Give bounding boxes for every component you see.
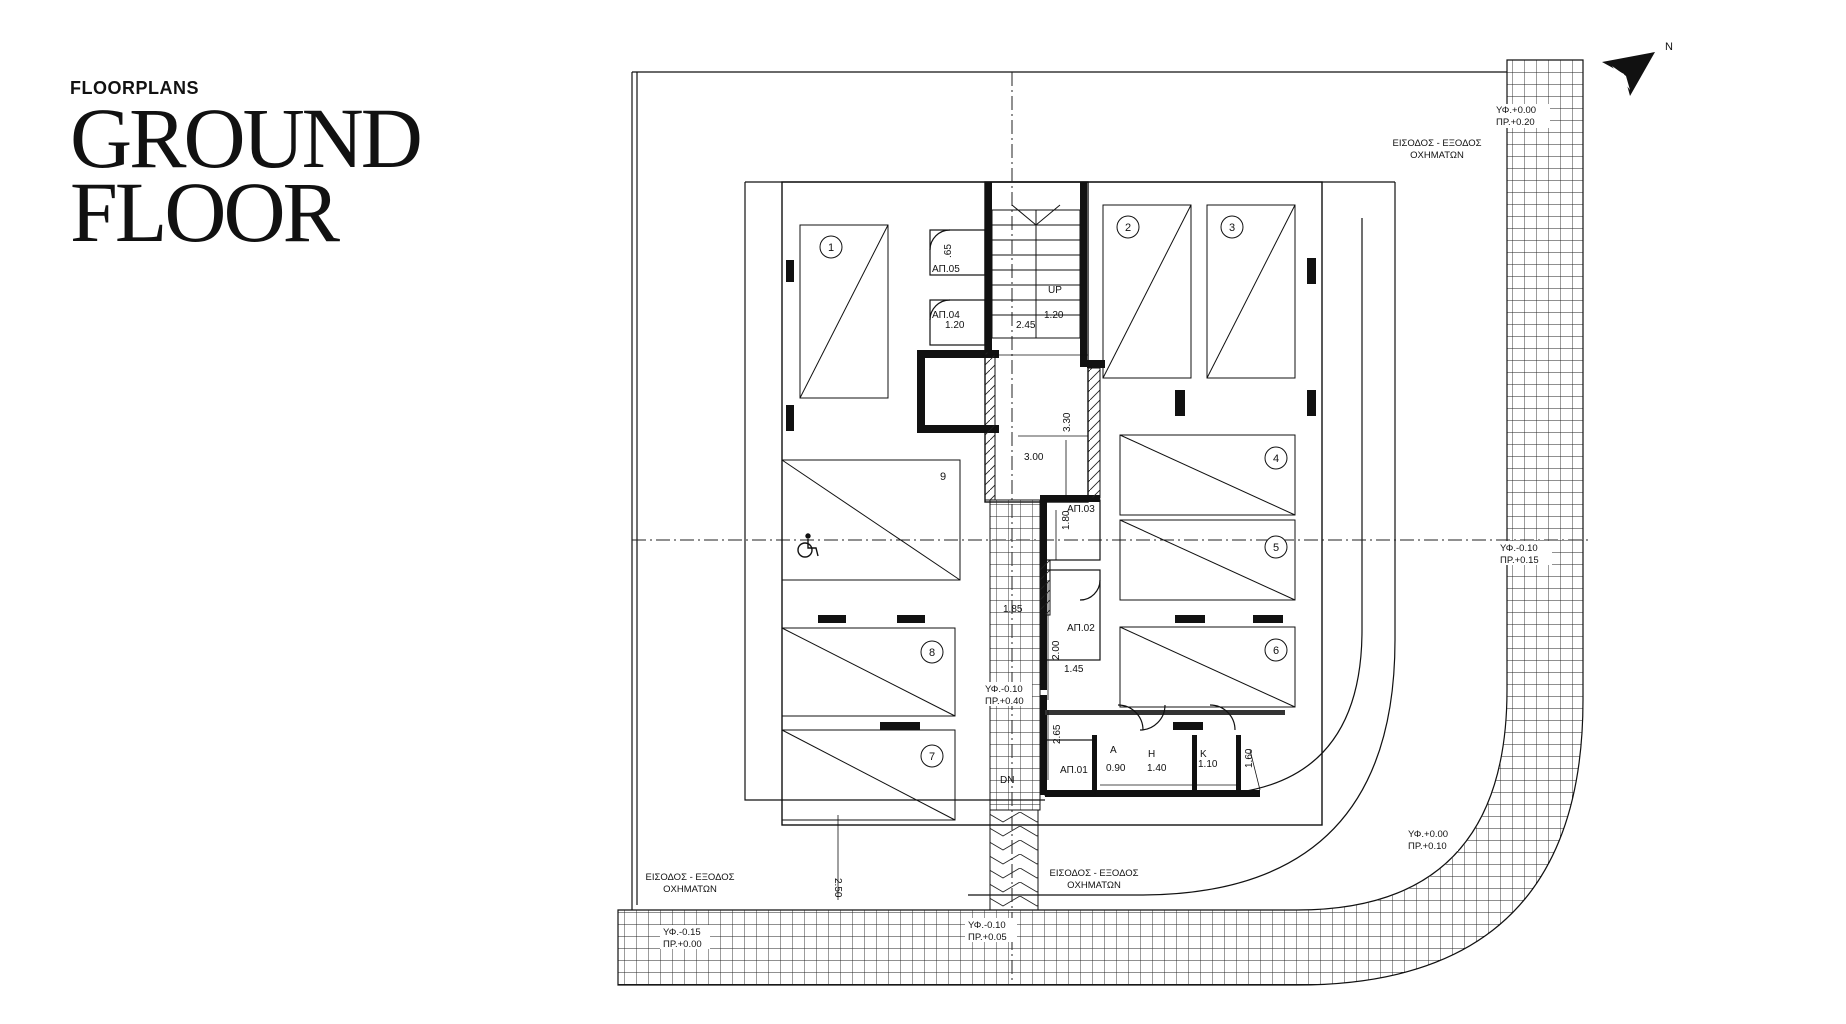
dim-110: 1.10 — [1198, 759, 1218, 770]
ramp-curves — [744, 181, 1396, 896]
parking-number-9: 9 — [940, 471, 946, 483]
entrance-top-right-line2: ΟΧΗΜΑΤΩΝ — [1410, 150, 1464, 161]
stair — [991, 204, 1081, 339]
dim-120b: 1.20 — [1044, 310, 1064, 321]
parking-number-2: 2 — [1125, 222, 1131, 234]
entrance-top-right-line1: ΕΙΣΟΔΟΣ - ΕΞΟΔΟΣ — [1393, 138, 1482, 149]
dim-245: 2.45 — [1016, 320, 1036, 331]
entrance-bottom-mid-line1: ΕΙΣΟΔΟΣ - ΕΞΟΔΟΣ — [1050, 868, 1139, 879]
north-arrow-icon: N — [1602, 41, 1673, 96]
stair-up-label: UP — [1048, 285, 1062, 296]
dim-200: 2.00 — [1051, 640, 1062, 660]
parking-number-4: 4 — [1273, 453, 1279, 465]
dim-065: .65 — [943, 244, 954, 258]
dim-250: 2.50 — [832, 878, 843, 898]
parking-spaces — [781, 204, 1296, 821]
dimension-labels: .65 1.20 1.20 2.45 3.30 3.00 1.80 1.85 2… — [832, 244, 1255, 898]
corridor — [989, 499, 1041, 911]
dim-140: 1.40 — [1147, 763, 1167, 774]
parking-number-5: 5 — [1273, 542, 1279, 554]
room-label-a: Α — [1110, 745, 1117, 756]
level-center-b: ΠΡ.+0.40 — [985, 696, 1024, 707]
storage-label-ap05: ΑΠ.05 — [932, 264, 960, 275]
dim-300: 3.00 — [1024, 452, 1044, 463]
level-top-right-b: ΠΡ.+0.20 — [1496, 117, 1535, 128]
wheelchair-icon — [797, 533, 819, 558]
paving-grid — [617, 59, 1584, 986]
dim-120a: 1.20 — [945, 320, 965, 331]
storage-label-ap03: ΑΠ.03 — [1067, 504, 1095, 515]
level-bottom-left-b: ΠΡ.+0.00 — [663, 939, 702, 950]
dim-090: 0.90 — [1106, 763, 1126, 774]
dim-265: 2.65 — [1052, 724, 1063, 744]
parking-number-8: 8 — [929, 647, 935, 659]
parking-number-circles — [819, 215, 1288, 768]
level-bottom-mid-a: ΥΦ.-0.10 — [968, 920, 1006, 931]
level-top-right-a: ΥΦ.+0.00 — [1496, 105, 1536, 116]
level-labels: ΥΦ.+0.00 ΠΡ.+0.20 ΥΦ.-0.10 ΠΡ.+0.15 ΥΦ.+… — [660, 104, 1552, 950]
storage-label-ap02: ΑΠ.02 — [1067, 623, 1095, 634]
parking-number-7: 7 — [929, 751, 935, 763]
room-labels: Α Η Κ — [1110, 745, 1207, 760]
level-center-a: ΥΦ.-0.10 — [985, 684, 1023, 695]
title-line-2: FLOOR — [70, 164, 340, 260]
entrance-labels: ΕΙΣΟΔΟΣ - ΕΞΟΔΟΣ ΟΧΗΜΑΤΩΝ ΕΙΣΟΔΟΣ - ΕΞΟΔ… — [646, 138, 1482, 895]
entrance-bottom-left-line2: ΟΧΗΜΑΤΩΝ — [663, 884, 717, 895]
parking-number-6: 6 — [1273, 645, 1279, 657]
storage-label-ap04: ΑΠ.04 — [932, 310, 960, 321]
storage-labels: ΑΠ.05 ΑΠ.04 ΑΠ.03 ΑΠ.02 ΑΠ.01 — [932, 264, 1095, 776]
parking-number-3: 3 — [1229, 222, 1235, 234]
room-label-h: Η — [1148, 749, 1155, 760]
storage-rooms — [929, 229, 1236, 796]
walls — [786, 182, 1316, 797]
stair-labels: UP DN — [1000, 285, 1062, 786]
level-low-right-b: ΠΡ.+0.10 — [1408, 841, 1447, 852]
room-label-k: Κ — [1200, 749, 1207, 760]
dimension-lines — [837, 354, 1261, 900]
parking-number-labels: 1 2 3 4 5 6 7 8 9 — [828, 222, 1279, 763]
storage-label-ap01: ΑΠ.01 — [1060, 765, 1088, 776]
entrance-bottom-left-line1: ΕΙΣΟΔΟΣ - ΕΞΟΔΟΣ — [646, 872, 735, 883]
dim-330: 3.30 — [1062, 412, 1073, 432]
level-bottom-mid-b: ΠΡ.+0.05 — [968, 932, 1007, 943]
dim-145: 1.45 — [1064, 664, 1084, 675]
level-mid-right-b: ΠΡ.+0.15 — [1500, 555, 1539, 566]
title-line-1: GROUND — [70, 90, 423, 186]
dim-160: 1.60 — [1244, 748, 1255, 768]
entrance-bottom-mid-line2: ΟΧΗΜΑΤΩΝ — [1067, 880, 1121, 891]
level-low-right-a: ΥΦ.+0.00 — [1408, 829, 1448, 840]
parking-number-1: 1 — [828, 242, 834, 254]
north-label: N — [1665, 41, 1673, 53]
eyebrow-label: FLOORPLANS — [70, 78, 199, 98]
page-header: FLOORPLANS GROUND FLOOR — [70, 78, 423, 260]
level-bottom-left-a: ΥΦ.-0.15 — [663, 927, 701, 938]
stair-down-label: DN — [1000, 775, 1014, 786]
dim-185: 1.85 — [1003, 604, 1023, 615]
site-boundary — [631, 71, 1507, 910]
level-mid-right-a: ΥΦ.-0.10 — [1500, 543, 1538, 554]
dim-180: 1.80 — [1061, 510, 1072, 530]
